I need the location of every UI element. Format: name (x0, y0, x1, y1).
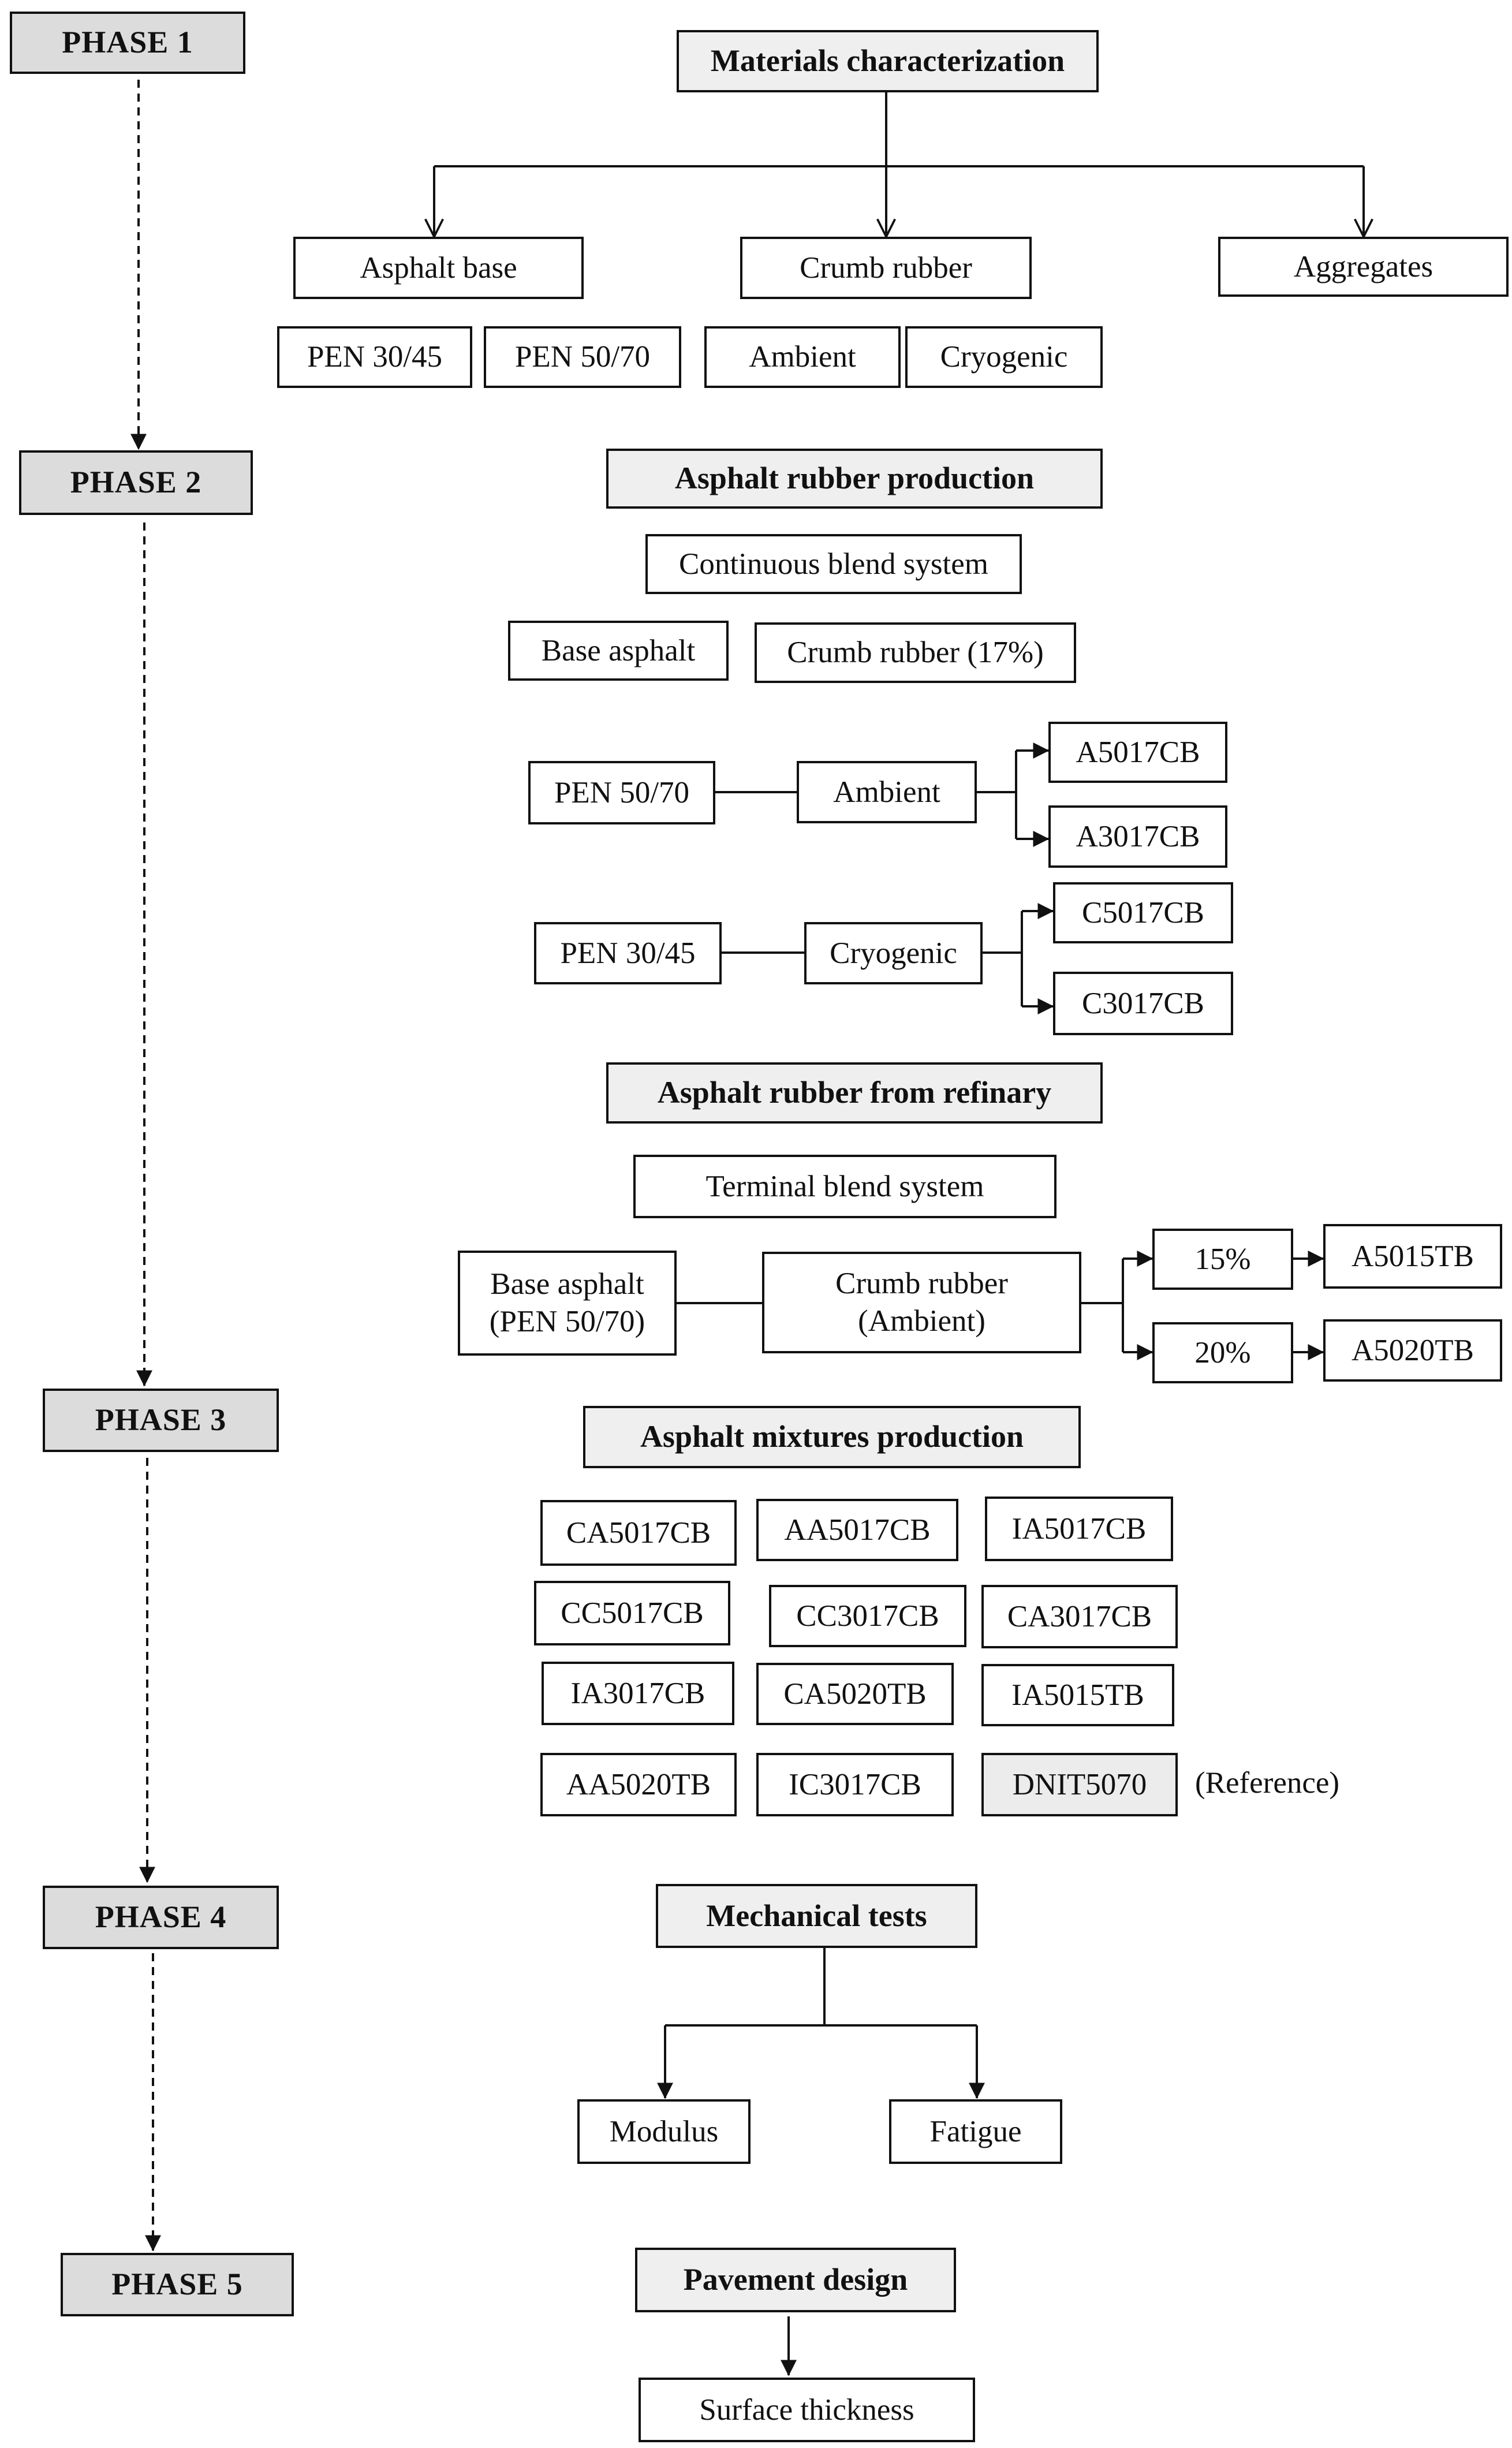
asphalt-mixtures-production-title: Asphalt mixtures production (583, 1406, 1081, 1468)
mixture-ca5020tb: CA5020TB (756, 1663, 954, 1725)
terminal-base-line1: Base asphalt (490, 1267, 644, 1301)
mixture-ia3017cb: IA3017CB (542, 1662, 734, 1725)
aggregates-node: Aggregates (1218, 237, 1509, 297)
materials-characterization-title: Materials characterization (677, 30, 1099, 92)
terminal-rubber-line2: (Ambient) (858, 1304, 985, 1338)
asphalt-rubber-production-title: Asphalt rubber production (606, 449, 1103, 509)
terminal-blend-system-node: Terminal blend system (633, 1155, 1056, 1218)
a3017cb-output: A3017CB (1048, 805, 1227, 868)
mixture-ca3017cb: CA3017CB (981, 1585, 1178, 1648)
pen-30-45-node: PEN 30/45 (277, 326, 472, 388)
c5017cb-output: C5017CB (1053, 882, 1233, 943)
mechanical-tests-title: Mechanical tests (656, 1884, 977, 1948)
phase-4-label: PHASE 4 (43, 1886, 279, 1949)
mixture-ia5015tb: IA5015TB (981, 1664, 1174, 1726)
pavement-design-title: Pavement design (635, 2248, 956, 2312)
ambient-rubber-node: Ambient (704, 326, 901, 388)
mixture-dnit5070-reference: DNIT5070 (981, 1753, 1178, 1816)
terminal-rubber-line1: Crumb rubber (835, 1267, 1008, 1301)
mixture-aa5020tb: AA5020TB (540, 1753, 737, 1816)
percent-15-node: 15% (1152, 1229, 1293, 1290)
surface-thickness-node: Surface thickness (639, 2378, 975, 2442)
cryogenic-rubber-node: Cryogenic (905, 326, 1103, 388)
continuous-blend-system-node: Continuous blend system (645, 534, 1022, 594)
modulus-node: Modulus (577, 2099, 751, 2164)
ambient-rubber-step: Ambient (797, 761, 977, 823)
mixture-cc3017cb: CC3017CB (769, 1585, 966, 1647)
terminal-crumb-rubber-node: Crumb rubber (Ambient) (762, 1252, 1081, 1353)
phase-5-label: PHASE 5 (61, 2253, 294, 2316)
phase-2-label: PHASE 2 (19, 450, 253, 515)
pen-50-70-binder: PEN 50/70 (528, 761, 715, 824)
a5015tb-output: A5015TB (1323, 1224, 1502, 1289)
mixture-ia5017cb: IA5017CB (985, 1497, 1173, 1561)
asphalt-base-node: Asphalt base (293, 237, 584, 299)
asphalt-rubber-from-refinery-title: Asphalt rubber from refinary (606, 1062, 1103, 1124)
reference-note: (Reference) (1195, 1766, 1340, 1800)
a5017cb-output: A5017CB (1048, 722, 1227, 783)
percent-20-node: 20% (1152, 1322, 1293, 1383)
terminal-base-line2: (PEN 50/70) (489, 1305, 645, 1338)
terminal-base-asphalt-node: Base asphalt (PEN 50/70) (458, 1251, 677, 1356)
c3017cb-output: C3017CB (1053, 972, 1233, 1035)
a5020tb-output: A5020TB (1323, 1319, 1502, 1382)
phase-3-label: PHASE 3 (43, 1389, 279, 1452)
fatigue-node: Fatigue (889, 2099, 1062, 2164)
base-asphalt-input: Base asphalt (508, 621, 729, 681)
mixture-ca5017cb: CA5017CB (540, 1500, 737, 1566)
mixture-aa5017cb: AA5017CB (756, 1499, 958, 1561)
phase-1-label: PHASE 1 (10, 12, 245, 74)
crumb-rubber-node: Crumb rubber (740, 237, 1032, 299)
crumb-rubber-17-input: Crumb rubber (17%) (755, 622, 1076, 683)
mixture-ic3017cb: IC3017CB (756, 1753, 954, 1816)
pen-50-70-node: PEN 50/70 (484, 326, 681, 388)
pen-30-45-binder: PEN 30/45 (534, 922, 722, 984)
cryogenic-rubber-step: Cryogenic (804, 922, 983, 984)
mixture-cc5017cb: CC5017CB (534, 1581, 730, 1645)
